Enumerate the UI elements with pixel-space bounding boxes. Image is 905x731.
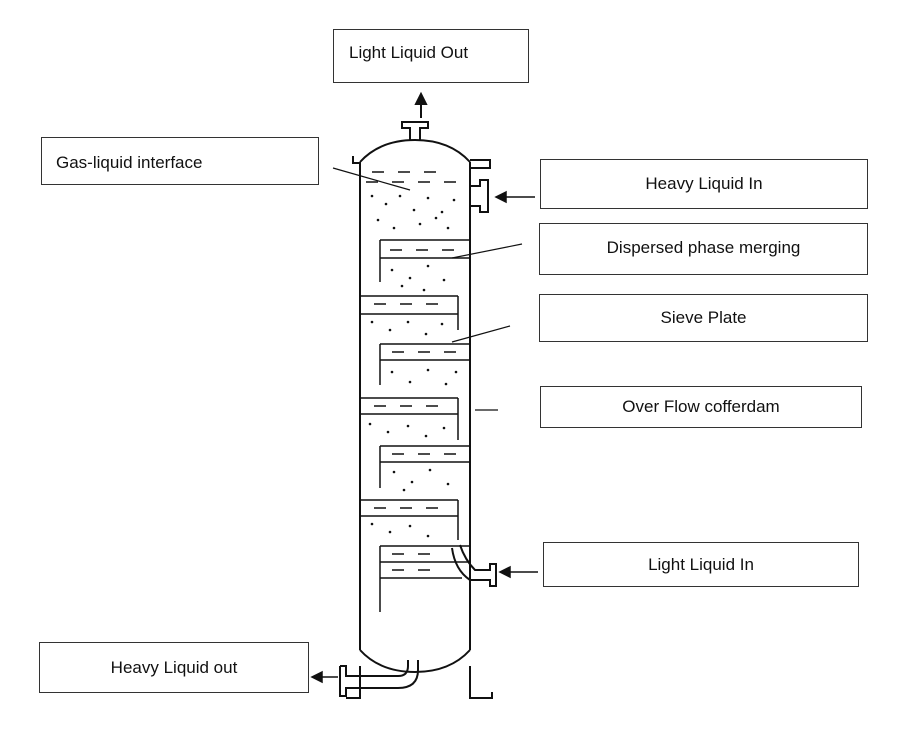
- label-dispersed-phase-merging: Dispersed phase merging: [539, 223, 868, 275]
- dispersed-droplets: [368, 194, 458, 538]
- liquid-dashes: [366, 171, 456, 571]
- sieve-plates: [360, 239, 470, 612]
- light-liquid-inlet-nozzle: [451, 544, 497, 587]
- label-heavy-liquid-out: Heavy Liquid out: [39, 642, 309, 693]
- label-gas-liquid-interface: Gas-liquid interface: [41, 137, 319, 185]
- label-over-flow-cofferdam: Over Flow cofferdam: [540, 386, 862, 428]
- pointer-lines: [332, 167, 523, 411]
- flow-arrows: [310, 190, 538, 684]
- heavy-liquid-inlet-nozzle: [470, 179, 489, 213]
- top-right-flange: [470, 159, 491, 169]
- label-light-liquid-out: Light Liquid Out: [333, 29, 529, 83]
- label-heavy-liquid-in: Heavy Liquid In: [540, 159, 868, 209]
- heavy-liquid-outlet-pipe: [339, 660, 419, 697]
- top-outlet-nozzle: [401, 91, 429, 140]
- column-shell: [359, 138, 471, 674]
- top-left-flange: [352, 156, 360, 164]
- label-light-liquid-in: Light Liquid In: [543, 542, 859, 587]
- column-support-skirt: [346, 666, 493, 699]
- label-sieve-plate: Sieve Plate: [539, 294, 868, 342]
